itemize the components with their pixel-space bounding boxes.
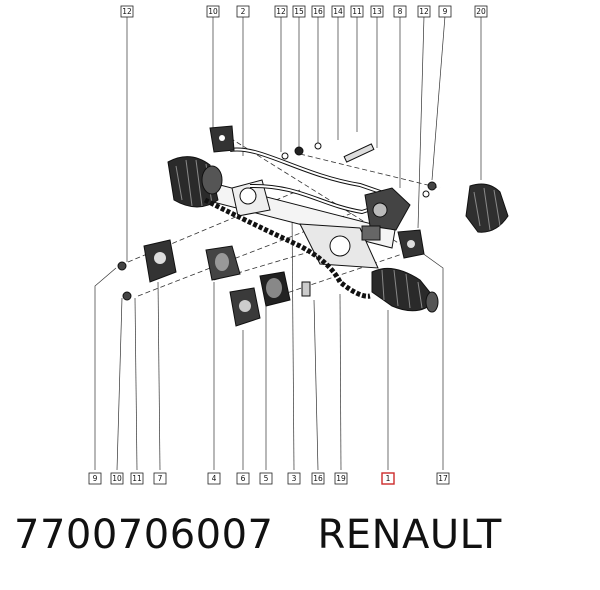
- callout-box: [153, 472, 167, 485]
- callout-box: [292, 5, 306, 18]
- callout-box: [259, 472, 273, 485]
- callout-12: 12: [417, 5, 431, 18]
- callout-box: [438, 5, 452, 18]
- callout-13: 13: [370, 5, 384, 18]
- callout-box: [110, 472, 124, 485]
- callout-box: [88, 472, 102, 485]
- dust-cover: [465, 183, 509, 233]
- seal-chain: [203, 197, 371, 299]
- callout-number: 11: [132, 474, 142, 483]
- callout-box: [274, 5, 288, 18]
- caption: 7700706007 RENAULT: [14, 512, 502, 558]
- callout-8: 8: [393, 5, 407, 18]
- callout-12: 12: [120, 5, 134, 18]
- callout-number: 14: [333, 7, 343, 16]
- bushing-4: [205, 245, 241, 281]
- callout-box: [381, 472, 395, 485]
- callout-number: 5: [264, 474, 269, 483]
- right-boot: [371, 267, 439, 313]
- callout-box: [236, 5, 250, 18]
- callout-box: [311, 472, 325, 485]
- valve-body: [361, 187, 411, 241]
- callout-1: 1: [381, 472, 395, 485]
- hydraulic-pipes: [229, 147, 393, 215]
- callout-2: 2: [236, 5, 250, 18]
- left-boot: [167, 156, 223, 208]
- callout-4: 4: [207, 472, 221, 485]
- callout-number: 4: [212, 474, 217, 483]
- callout-box: [350, 5, 364, 18]
- callout-number: 15: [294, 7, 304, 16]
- callout-number: 8: [398, 7, 403, 16]
- clamp-left-lower: [143, 239, 177, 283]
- callout-number: 16: [313, 474, 323, 483]
- callout-3: 3: [287, 472, 301, 485]
- clamp-right: [397, 229, 425, 259]
- callout-number: 6: [241, 474, 246, 483]
- callout-box: [130, 472, 144, 485]
- callout-box: [287, 472, 301, 485]
- callout-number: 9: [93, 474, 98, 483]
- callout-box: [474, 5, 488, 18]
- callout-number: 9: [443, 7, 448, 16]
- callout-box: [120, 5, 134, 18]
- callout-number: 12: [122, 7, 132, 16]
- callout-number: 3: [292, 474, 297, 483]
- callout-14: 14: [331, 5, 345, 18]
- bushing-6: [229, 287, 261, 327]
- callout-number: 20: [476, 7, 486, 16]
- part-number: 7700706007: [14, 512, 274, 558]
- callout-box: [393, 5, 407, 18]
- callout-5: 5: [259, 472, 273, 485]
- callout-number: 7: [158, 474, 163, 483]
- leader-lines: [94, 15, 482, 471]
- callout-17: 17: [436, 472, 450, 485]
- callout-number: 11: [352, 7, 362, 16]
- callout-number: 2: [241, 7, 246, 16]
- callout-16: 16: [311, 5, 325, 18]
- clamp-top-left: [209, 125, 235, 153]
- callout-box: [370, 5, 384, 18]
- callout-number: 1: [386, 474, 391, 483]
- callout-box: [207, 472, 221, 485]
- callout-number: 13: [372, 7, 382, 16]
- callout-box: [331, 5, 345, 18]
- callout-number: 19: [336, 474, 346, 483]
- bushing-5: [259, 271, 291, 307]
- callout-20: 20: [474, 5, 488, 18]
- callout-6: 6: [236, 472, 250, 485]
- callout-16: 16: [311, 472, 325, 485]
- callout-10: 10: [110, 472, 124, 485]
- callout-9: 9: [438, 5, 452, 18]
- callout-box: [236, 472, 250, 485]
- callout-number: 12: [419, 7, 429, 16]
- callout-11: 11: [130, 472, 144, 485]
- callout-15: 15: [292, 5, 306, 18]
- fasteners: [117, 142, 437, 301]
- callout-number: 16: [313, 7, 323, 16]
- callout-number: 10: [112, 474, 122, 483]
- callout-10: 10: [206, 5, 220, 18]
- callout-9: 9: [88, 472, 102, 485]
- callout-number: 10: [208, 7, 218, 16]
- callout-number: 12: [276, 7, 286, 16]
- callout-box: [206, 5, 220, 18]
- top-callout-labels: 12 10 2 12 15 16 14 11 13 8 12 9 20: [120, 5, 488, 18]
- callout-box: [334, 472, 348, 485]
- callout-box: [311, 5, 325, 18]
- callout-box: [417, 5, 431, 18]
- callout-number: 17: [438, 474, 448, 483]
- callout-box: [436, 472, 450, 485]
- brand-name: RENAULT: [317, 512, 502, 558]
- callout-7: 7: [153, 472, 167, 485]
- callout-11: 11: [350, 5, 364, 18]
- callout-19: 19: [334, 472, 348, 485]
- callout-12: 12: [274, 5, 288, 18]
